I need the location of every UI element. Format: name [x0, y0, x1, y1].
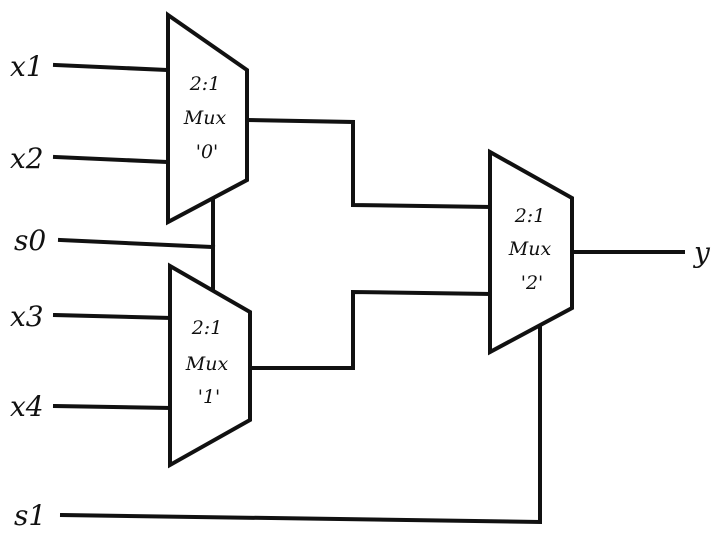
mux-1-type: 2:1 [191, 317, 223, 339]
mux-1-name: Mux [185, 353, 229, 375]
wire-x1 [52, 62, 171, 73]
mux-0-type: 2:1 [189, 73, 221, 95]
wires [52, 62, 685, 525]
mux-1: 2:1 Mux '1' [168, 262, 252, 469]
label-x2: x2 [10, 142, 44, 175]
wire-x2 [52, 154, 171, 165]
mux-0-name: Mux [183, 107, 227, 129]
mux-1-body [168, 262, 252, 469]
label-x4: x4 [10, 390, 44, 423]
mux-2-type: 2:1 [514, 205, 546, 227]
mux-2-body [488, 148, 574, 356]
wire-s1 [59, 326, 542, 525]
wire-s0 [57, 237, 216, 250]
mux-0-id: '0' [196, 141, 219, 163]
signal-labels: x1 x2 s0 x3 x4 s1 y [10, 50, 711, 532]
wire-x4 [52, 403, 173, 411]
mux-2: 2:1 Mux '2' [488, 148, 574, 356]
mux-0-body [166, 11, 249, 226]
label-x3: x3 [10, 300, 44, 333]
mux-0: 2:1 Mux '0' [166, 11, 249, 226]
mux-2-id: '2' [521, 272, 544, 294]
label-s1: s1 [14, 499, 46, 532]
wire-x3 [52, 312, 173, 321]
label-y: y [692, 236, 711, 269]
label-x1: x1 [10, 50, 44, 83]
label-s0: s0 [14, 224, 46, 257]
wire-mux1-out [248, 289, 493, 370]
mux-2-name: Mux [508, 238, 552, 260]
mux-1-id: '1' [198, 386, 221, 408]
wire-mux0-out [244, 117, 493, 210]
